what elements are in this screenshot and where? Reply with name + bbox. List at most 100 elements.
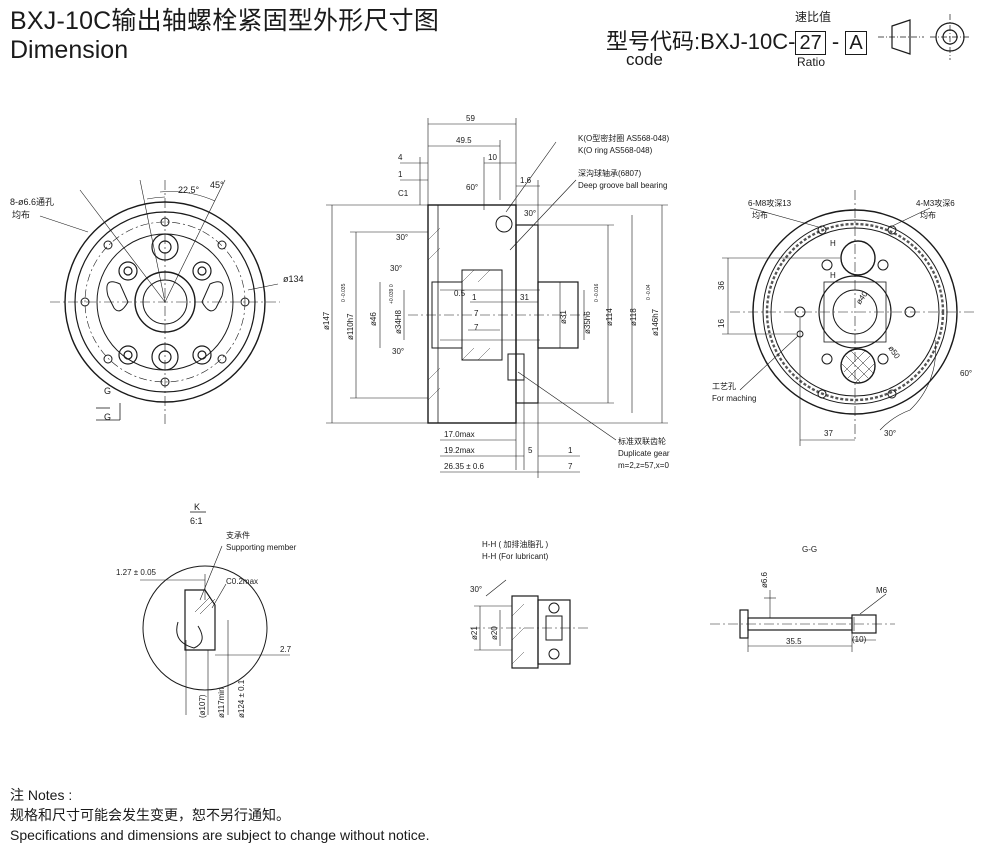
chamfer-c0-2: C0.2max — [226, 577, 258, 586]
dia-118: ø118 — [629, 308, 638, 326]
model-dash: - — [831, 29, 840, 54]
dim-19-2-max: 19.2max — [444, 446, 475, 455]
dim-7-a: 7 — [474, 309, 479, 318]
chamfer-c1: C1 — [398, 189, 409, 198]
dia-46: ø46 — [369, 312, 378, 326]
dim-17-max: 17.0max — [444, 430, 475, 439]
m8-note-2: 均布 — [752, 210, 768, 220]
notes-line-en: Specifications and dimensions are subjec… — [10, 827, 430, 843]
dim-26-35: 26.35 ± 0.6 — [444, 462, 485, 471]
hatching — [427, 227, 491, 401]
notes-line-cn: 规格和尺寸可能会发生变更，恕不另行通知。 — [10, 807, 290, 823]
section-h — [470, 579, 590, 669]
gear-note-en: Duplicate gear — [618, 449, 670, 458]
section-h-title-en: H-H (For lubricant) — [482, 552, 549, 561]
detail-k — [140, 511, 290, 715]
dim-1-27: 1.27 ± 0.05 — [116, 568, 157, 577]
drawing-title-en: Dimension — [10, 36, 129, 64]
bearing-note-en: Deep groove ball bearing — [578, 181, 667, 190]
oring-note-en: K(O ring AS568-048) — [578, 146, 653, 155]
dim-36: 36 — [717, 281, 726, 290]
tapped-holes — [794, 225, 916, 399]
dia-34-tol: +0.039 0 — [389, 284, 395, 304]
detail-k-scale: 6:1 — [190, 516, 203, 526]
dim-5: 5 — [528, 446, 533, 455]
dim-7-b: 7 — [474, 323, 479, 332]
dia-146: ø146h7 — [651, 308, 660, 336]
section-h-title-cn: H-H ( 加排油脂孔 ) — [482, 539, 549, 549]
dia-114: ø114 — [605, 308, 614, 326]
dim-37: 37 — [824, 429, 833, 438]
ratio-label-cn: 速比值 — [795, 10, 832, 24]
angle-30-b: 30° — [396, 233, 408, 242]
section-g-mark-2: G — [104, 412, 111, 422]
m3-note: 4-M3攻深6 — [916, 198, 955, 208]
craft-hole-en: For maching — [712, 394, 756, 403]
dim-59: 59 — [466, 114, 475, 123]
dia-21: ø21 — [470, 626, 479, 640]
dia-110: ø110h7 — [346, 313, 355, 340]
dia-147: ø147 — [322, 311, 331, 330]
rear-view — [722, 190, 975, 446]
dia-146-tol: 0 -0.04 — [646, 284, 652, 300]
dim-16: 16 — [717, 319, 726, 328]
section-g-mark-1: G — [104, 386, 111, 396]
dia-110-tol: 0 -0.035 — [341, 283, 347, 302]
code-label: code — [626, 50, 663, 69]
angle-60-rear: 60° — [960, 369, 972, 378]
angle-30-a: 30° — [524, 209, 536, 218]
section-g — [710, 590, 895, 652]
rear-dimension-lines — [722, 207, 936, 446]
notes: 注 Notes : 规格和尺寸可能会发生变更，恕不另行通知。 Specifica… — [10, 785, 429, 845]
variant-box: A — [845, 31, 867, 55]
front-view — [39, 179, 280, 425]
projection-symbol-icon — [878, 14, 970, 60]
title-block: BXJ-10C输出轴螺栓紧固型外形尺寸图 Dimension — [10, 6, 439, 64]
dim-0-5: 0.5 — [454, 289, 466, 298]
craft-hole-cn: 工艺孔 — [712, 382, 736, 391]
dia-107: (ø107) — [198, 694, 207, 718]
dia-6-6: ø6.6 — [760, 571, 769, 588]
bolt-hole-ring — [80, 217, 250, 387]
gear-note-cn: 标准双联齿轮 — [618, 436, 666, 446]
dim-10-ref: (10) — [852, 635, 867, 644]
dim-7-c: 7 — [568, 462, 573, 471]
dia-34: ø34H8 — [394, 309, 403, 334]
dim-1-c: 1 — [568, 446, 573, 455]
dia-50: ø50 — [886, 344, 902, 361]
dim-49-5: 49.5 — [456, 136, 472, 145]
m8-note: 6-M8攻深13 — [748, 198, 792, 208]
holes-note: 8-ø6.6通孔 — [10, 197, 54, 207]
gear-hatch — [841, 349, 875, 383]
angle-30-h: 30° — [470, 585, 482, 594]
angle-30-c: 30° — [390, 264, 402, 273]
angle-45: 45° — [210, 180, 224, 190]
side-section-view — [326, 118, 668, 478]
ratio-box: 27 — [795, 31, 826, 55]
support-note-en: Supporting member — [226, 543, 297, 552]
dim-1-6: 1.6 — [520, 176, 532, 185]
dia-124: ø124 ± 0.1 — [237, 679, 246, 718]
section-h-mark-2: H — [830, 271, 836, 280]
dia-117: ø117min — [217, 687, 226, 718]
dim-1: 1 — [398, 170, 403, 179]
model-code: 型号代码:BXJ-10C-27 - A — [606, 24, 867, 56]
dim-1-b: 1 — [472, 293, 477, 302]
dia-35: ø35h6 — [583, 311, 592, 334]
thread-m6: M6 — [876, 586, 888, 595]
dia-31: ø31 — [559, 310, 568, 324]
dim-10: 10 — [488, 153, 497, 162]
support-note-cn: 支承件 — [226, 530, 250, 540]
dim-31: 31 — [520, 293, 529, 302]
dim-2-7: 2.7 — [280, 645, 292, 654]
planet-bolts — [118, 233, 212, 371]
section-h-mark-1: H — [830, 239, 836, 248]
detail-k-title: K — [194, 502, 200, 512]
drawing-title-cn: BXJ-10C输出轴螺栓紧固型外形尺寸图 — [10, 7, 440, 35]
diameter-134: ø134 — [283, 274, 304, 284]
dia-20: ø20 — [490, 626, 499, 640]
dia-35-tol: 0 -0.016 — [594, 283, 600, 302]
bearing-note-cn: 深沟球轴承(6807) — [578, 168, 641, 178]
model-label: 型号代码:BXJ-10C- — [606, 29, 796, 54]
